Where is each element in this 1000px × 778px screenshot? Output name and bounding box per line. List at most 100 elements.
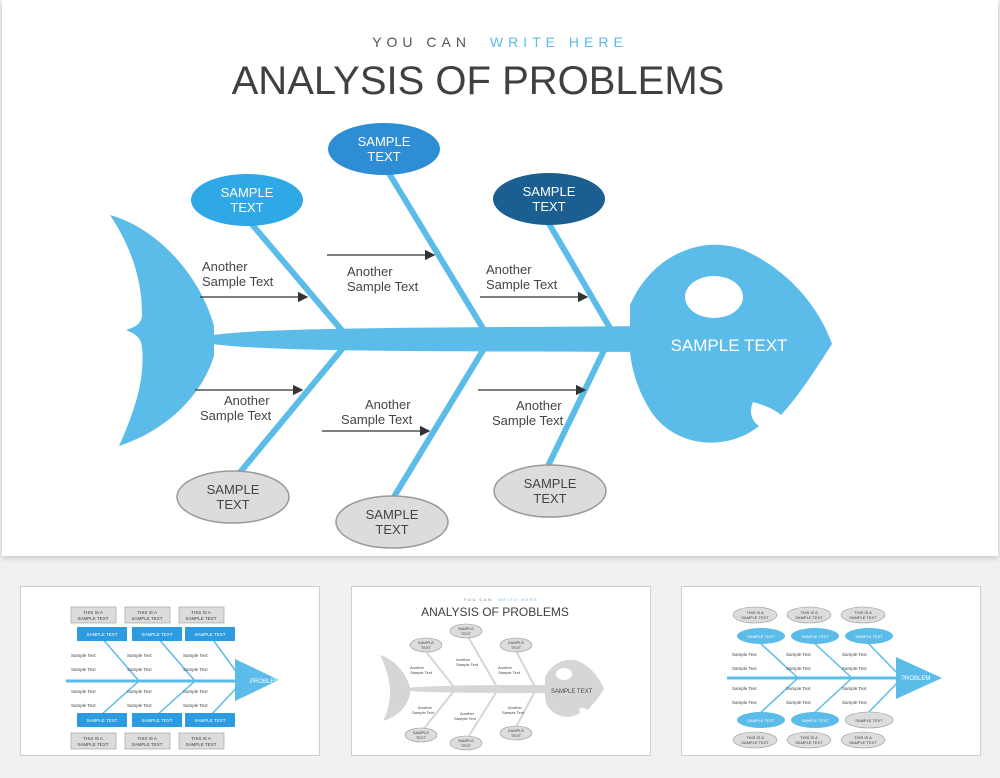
fishbone-diagram: YOU CAN WRITE HERE ANALYSIS OF PROBLEMS … <box>110 34 832 549</box>
svg-text:SAMPLE: SAMPLE <box>418 640 435 645</box>
svg-text:Sample Text: Sample Text <box>502 710 525 715</box>
svg-text:SAMPLE: SAMPLE <box>366 507 419 522</box>
svg-text:TEXT: TEXT <box>461 743 472 748</box>
svg-text:TEXT: TEXT <box>375 522 408 537</box>
svg-text:SAMPLE: SAMPLE <box>358 134 411 149</box>
fish-spine <box>202 326 652 352</box>
svg-text:Sample Text: Sample Text <box>786 666 811 671</box>
svg-text:Sample Text: Sample Text <box>127 667 152 672</box>
thumb3-top-blue-ovals: SAMPLE TEXT SAMPLE TEXT SAMPLE TEXT <box>737 628 893 644</box>
thumb3-top-grey-ovals: THIS IS A SAMPLE TEXT THIS IS A SAMPLE T… <box>732 606 886 624</box>
svg-text:THIS IS A: THIS IS A <box>800 735 818 740</box>
svg-text:SAMPLE TEXT: SAMPLE TEXT <box>142 632 173 637</box>
svg-text:SAMPLE TEXT: SAMPLE TEXT <box>78 616 109 621</box>
thumb1-bottom-blue-2: SAMPLE TEXT <box>132 713 182 727</box>
thumbnail-slide-1[interactable]: PROBLEM THIS IS A SAMPLE TEXT THIS IS A … <box>20 586 320 756</box>
svg-text:Sample Text: Sample Text <box>454 716 477 721</box>
svg-text:Sample Text: Sample Text <box>127 653 152 658</box>
cause-label-3: Another Sample Text <box>486 262 558 292</box>
thumb3-head-label: PROBLEM <box>901 676 930 682</box>
thumb2-fish-eye <box>556 668 572 680</box>
node-bottom-mid: SAMPLE TEXT <box>335 495 449 549</box>
node-top-mid: SAMPLE TEXT <box>328 123 440 175</box>
svg-text:SAMPLE: SAMPLE <box>221 185 274 200</box>
svg-text:Sample Text: Sample Text <box>786 686 811 691</box>
svg-text:Another: Another <box>498 665 513 670</box>
thumb1-top-grey-1: THIS IS A SAMPLE TEXT <box>70 606 117 624</box>
svg-text:Sample Text: Sample Text <box>732 700 757 705</box>
thumb1-head <box>235 659 279 701</box>
svg-text:Sample Text: Sample Text <box>732 652 757 657</box>
bone-top-left <box>247 220 353 342</box>
svg-text:SAMPLE TEXT: SAMPLE TEXT <box>849 740 877 745</box>
svg-text:Sample Text: Sample Text <box>786 700 811 705</box>
svg-text:Another: Another <box>347 264 393 279</box>
cause-label-1: Another Sample Text <box>202 259 274 289</box>
thumb1-top-grey-3: THIS IS A SAMPLE TEXT <box>178 606 225 624</box>
svg-text:TEXT: TEXT <box>367 149 400 164</box>
svg-text:Sample Text: Sample Text <box>842 686 867 691</box>
svg-text:SAMPLE: SAMPLE <box>207 482 260 497</box>
svg-text:Another: Another <box>486 262 532 277</box>
svg-text:Sample Text: Sample Text <box>183 689 208 694</box>
svg-text:SAMPLE TEXT: SAMPLE TEXT <box>855 718 883 723</box>
svg-text:Sample Text: Sample Text <box>183 667 208 672</box>
svg-text:Sample Text: Sample Text <box>347 279 419 294</box>
svg-text:SAMPLE TEXT: SAMPLE TEXT <box>855 634 883 639</box>
thumb2-fish-spine <box>407 685 552 693</box>
svg-text:SAMPLE: SAMPLE <box>508 728 525 733</box>
bone-bottom-left <box>234 340 351 478</box>
thumb1-top-blue-1: SAMPLE TEXT <box>77 627 127 641</box>
svg-text:SAMPLE TEXT: SAMPLE TEXT <box>801 718 829 723</box>
svg-text:TEXT: TEXT <box>230 200 263 215</box>
svg-text:Sample Text: Sample Text <box>183 653 208 658</box>
svg-text:THIS IS A: THIS IS A <box>746 735 764 740</box>
svg-text:SAMPLE TEXT: SAMPLE TEXT <box>132 742 163 747</box>
thumb3-bottom-ovals: SAMPLE TEXT SAMPLE TEXT SAMPLE TEXT <box>737 711 894 729</box>
svg-text:Sample Text: Sample Text <box>127 689 152 694</box>
svg-text:Sample Text: Sample Text <box>183 703 208 708</box>
thumb1-bottom-grey-2: THIS IS A SAMPLE TEXT <box>124 732 171 750</box>
svg-text:TEXT: TEXT <box>216 497 249 512</box>
bone-bottom-right <box>545 340 611 468</box>
node-top-right: SAMPLE TEXT <box>493 173 605 225</box>
svg-text:Another: Another <box>365 397 411 412</box>
thumbnail-slide-2[interactable]: YOU CAN WRITE HERE ANALYSIS OF PROBLEMS … <box>351 586 651 756</box>
svg-text:Another: Another <box>456 657 471 662</box>
thumbnail-slide-3[interactable]: PROBLEM THIS IS A SAMPLE TEXT THIS IS A … <box>681 586 981 756</box>
svg-text:Another: Another <box>224 393 270 408</box>
svg-text:Another: Another <box>460 711 475 716</box>
node-bottom-left: SAMPLE TEXT <box>176 470 290 524</box>
thumb1-causes: Sample Text Sample Text Sample Text Samp… <box>71 653 208 708</box>
svg-text:Sample Text: Sample Text <box>200 408 272 423</box>
svg-text:Sample Text: Sample Text <box>732 666 757 671</box>
svg-text:TEXT: TEXT <box>511 645 522 650</box>
node-top-left: SAMPLE TEXT <box>191 174 303 226</box>
svg-text:Sample Text: Sample Text <box>410 670 433 675</box>
fish-tail <box>110 215 214 446</box>
svg-text:Sample Text: Sample Text <box>498 670 521 675</box>
svg-text:Sample Text: Sample Text <box>842 700 867 705</box>
svg-text:SAMPLE TEXT: SAMPLE TEXT <box>801 634 829 639</box>
bone-top-mid <box>384 168 493 342</box>
svg-text:Another: Another <box>202 259 248 274</box>
svg-text:SAMPLE TEXT: SAMPLE TEXT <box>142 718 173 723</box>
svg-text:Sample Text: Sample Text <box>202 274 274 289</box>
svg-text:SAMPLE TEXT: SAMPLE TEXT <box>87 718 118 723</box>
svg-text:TEXT: TEXT <box>461 631 472 636</box>
svg-text:SAMPLE TEXT: SAMPLE TEXT <box>132 616 163 621</box>
thumb3-bottom-grey-ovals: THIS IS A SAMPLE TEXT THIS IS A SAMPLE T… <box>732 731 886 749</box>
thumb2-subtitle: YOU CAN WRITE HERE <box>464 597 538 602</box>
svg-text:SAMPLE TEXT: SAMPLE TEXT <box>195 632 226 637</box>
svg-text:Sample Text: Sample Text <box>341 412 413 427</box>
svg-text:Sample Text: Sample Text <box>492 413 564 428</box>
svg-text:SAMPLE: SAMPLE <box>508 640 525 645</box>
svg-text:TEXT: TEXT <box>533 491 566 506</box>
thumb2-bones <box>421 634 536 740</box>
svg-text:THIS IS A: THIS IS A <box>854 610 872 615</box>
svg-text:TEXT: TEXT <box>532 199 565 214</box>
svg-text:SAMPLE TEXT: SAMPLE TEXT <box>747 718 775 723</box>
svg-text:THIS IS A: THIS IS A <box>137 610 157 615</box>
cause-label-4: Another Sample Text <box>200 393 272 423</box>
main-slide: YOU CAN WRITE HERE ANALYSIS OF PROBLEMS … <box>2 0 998 556</box>
